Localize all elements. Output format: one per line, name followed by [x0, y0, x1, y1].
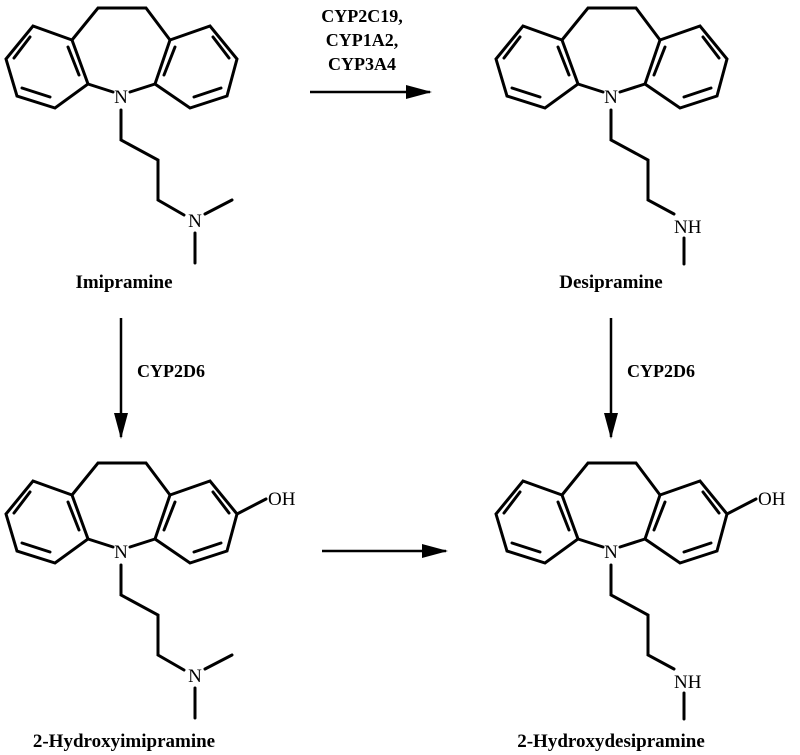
propyl-chain [119, 563, 186, 672]
enzyme-label-hydroxylation-left: CYP2D6 [137, 361, 205, 381]
methyl-groups [193, 198, 234, 265]
tricyclic-core [494, 461, 729, 565]
compound-label-2-hydroxyimipramine: 2-Hydroxyimipramine [33, 731, 215, 752]
secondary-amine-label: NH [674, 672, 702, 693]
tricyclic-core [4, 6, 239, 110]
propyl-chain [119, 108, 186, 217]
tricyclic-core [494, 6, 729, 110]
methyl-groups [193, 653, 234, 720]
compound-label-imipramine: Imipramine [75, 272, 172, 293]
tricyclic-core [4, 461, 239, 565]
compound-label-2-hydroxydesipramine: 2-Hydroxydesipramine [517, 731, 705, 752]
propyl-chain [609, 108, 676, 216]
hydroxyl-label: OH [268, 489, 296, 510]
structure-desipramine: N NH Desipramine [494, 6, 729, 293]
structure-2-hydroxydesipramine: OH N NH 2-Hydroxydesipramine [494, 461, 786, 752]
enzyme-label: CYP2C19, [321, 6, 403, 26]
compound-label-desipramine: Desipramine [559, 272, 662, 293]
enzyme-label: CYP3A4 [328, 54, 396, 74]
ring-nitrogen-label: N [604, 542, 618, 563]
enzyme-label-hydroxylation-right: CYP2D6 [627, 361, 695, 381]
ring-nitrogen-label: N [604, 87, 618, 108]
structure-2-hydroxyimipramine: OH N N 2-Hydroxyimipramine [4, 461, 296, 752]
hydroxyl-bond [235, 497, 268, 516]
tertiary-nitrogen-label: N [188, 666, 202, 687]
secondary-amine-label: NH [674, 217, 702, 238]
hydroxyl-label: OH [758, 489, 786, 510]
enzyme-label: CYP1A2, [326, 30, 399, 50]
structure-imipramine: N N Imipramine [4, 6, 239, 293]
tertiary-nitrogen-label: N [188, 211, 202, 232]
hydroxyl-bond [725, 497, 758, 516]
ring-nitrogen-label: N [114, 87, 128, 108]
propyl-chain [609, 563, 676, 671]
enzyme-labels-demethylation: CYP2C19, CYP1A2, CYP3A4 [321, 6, 403, 74]
ring-nitrogen-label: N [114, 542, 128, 563]
